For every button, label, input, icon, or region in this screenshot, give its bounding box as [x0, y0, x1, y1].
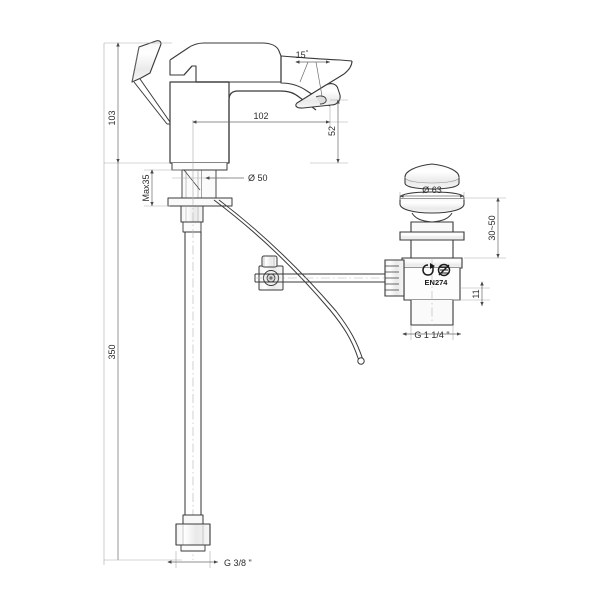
- certification-mark-icon: [437, 263, 451, 277]
- pivot-joint: [258, 255, 284, 291]
- drain-flange: [399, 191, 465, 223]
- drain-body: [401, 257, 463, 326]
- dim-drain-adjust-range: 30~50: [487, 215, 497, 240]
- popup-waste-linkage: [213, 199, 385, 365]
- en274-label: EN274: [425, 278, 449, 287]
- dim-drain-thread: G 1 1/4 ": [414, 330, 449, 340]
- dim-drain-outlet-height: 11: [471, 289, 481, 298]
- dim-spout-angle: 15°: [296, 49, 309, 60]
- drain-sleeve: [399, 221, 465, 259]
- dim-base-diameter: Ø 50: [248, 173, 268, 183]
- drain-side-nut: [384, 259, 405, 297]
- spout: [228, 56, 353, 163]
- lever-handle: [131, 40, 171, 125]
- supply-tube: [184, 196, 202, 560]
- en274-marking: EN274: [422, 263, 451, 287]
- dim-supply-thread: G 3/8 ": [224, 558, 252, 568]
- faucet-main-body: [169, 81, 230, 164]
- mounting-shank: [167, 169, 233, 233]
- dim-max-deck-thickness: Max35: [141, 174, 151, 201]
- dim-spout-reach: 102: [253, 111, 268, 121]
- dim-spout-height: 52: [327, 126, 337, 136]
- dim-drain-cap-diameter: Ø 63: [422, 185, 442, 195]
- drain-cap: [404, 163, 460, 190]
- recycle-arrow-icon: [422, 263, 435, 276]
- base-flange: [171, 163, 228, 171]
- dim-body-height: 103: [107, 110, 117, 125]
- supply-connector: [175, 514, 211, 552]
- handle-cover: [169, 42, 353, 83]
- dim-total-length: 350: [107, 344, 117, 359]
- faucet-body-group: [131, 40, 353, 560]
- dimension-lines: [103, 42, 506, 568]
- dimension-labels: 103 350 102 52 15° Max35 Ø 50 G 3/8 " Ø …: [107, 49, 497, 568]
